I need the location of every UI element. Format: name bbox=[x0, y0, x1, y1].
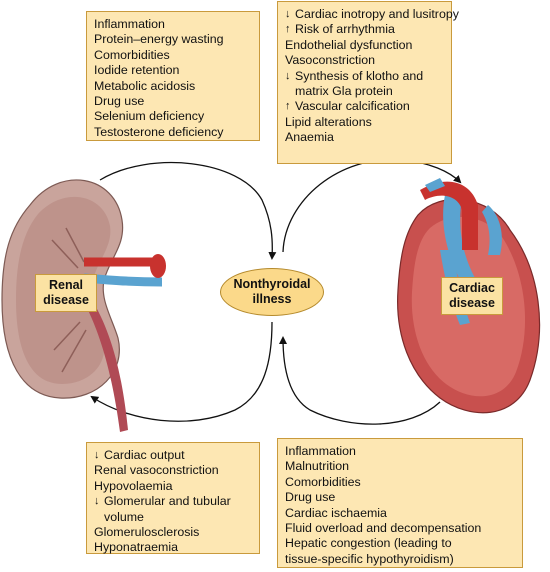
list-item: ↑Risk of arrhythmia bbox=[285, 22, 395, 37]
cycle-arrow-bottom-left bbox=[90, 321, 273, 422]
list-item: ↓Cardiac inotropy and lusitropy bbox=[285, 7, 459, 21]
list-item: ↓Glomerular and tubular bbox=[94, 494, 231, 509]
list-item: ↓Synthesis of klotho and bbox=[285, 68, 424, 83]
list-item: Iodide retention bbox=[94, 63, 180, 78]
up-arrow-icon: ↑ bbox=[285, 23, 291, 36]
list-item: Comorbidities bbox=[94, 47, 170, 62]
list-item: ↑Vascular calcification bbox=[285, 99, 410, 114]
list-item: Hypovolaemia bbox=[94, 478, 173, 493]
nonthyroidal-illness-node: Nonthyroidal illness bbox=[220, 268, 324, 316]
list-item: Drug use bbox=[285, 490, 336, 505]
list-item: Protein–energy wasting bbox=[94, 32, 224, 47]
list-item: Cardiac ischaemia bbox=[285, 505, 387, 520]
list-item: Endothelial dysfunction bbox=[285, 37, 413, 52]
list-item: Metabolic acidosis bbox=[94, 78, 196, 93]
renal-disease-label: Renal disease bbox=[35, 274, 97, 312]
list-item: Inflammation bbox=[285, 444, 356, 458]
list-item: Inflammation bbox=[94, 17, 165, 31]
nti-to-renal-effects-box: ↓Cardiac output Renal vasoconstriction H… bbox=[86, 442, 260, 554]
down-arrow-icon: ↓ bbox=[94, 449, 100, 461]
up-arrow-icon: ↑ bbox=[285, 100, 291, 113]
nti-to-cardiac-effects-box: ↓Cardiac inotropy and lusitropy ↑Risk of… bbox=[277, 1, 459, 164]
list-item: Anaemia bbox=[285, 130, 334, 145]
list-item: Comorbidities bbox=[285, 474, 361, 489]
list-item: ↓Cardiac output bbox=[94, 448, 185, 462]
list-item: Glomerulosclerosis bbox=[94, 525, 200, 540]
list-item: Testosterone deficiency bbox=[94, 124, 224, 139]
renal-to-nti-factors-box: Inflammation Protein–energy wasting Como… bbox=[86, 11, 260, 141]
down-arrow-icon: ↓ bbox=[285, 69, 291, 82]
list-item: Drug use bbox=[94, 94, 145, 109]
cardiac-disease-label: Cardiac disease bbox=[441, 277, 503, 315]
list-item: Fluid overload and decompensation bbox=[285, 521, 482, 536]
list-item-continuation: volume bbox=[104, 509, 144, 524]
list-item: Vasoconstriction bbox=[285, 53, 375, 68]
list-item: Renal vasoconstriction bbox=[94, 463, 219, 478]
list-item: tissue-specific hypothyroidism) bbox=[285, 551, 454, 566]
list-item: Hepatic congestion (leading to bbox=[285, 536, 452, 551]
cycle-arrow-top-left bbox=[99, 162, 277, 260]
cycle-arrow-bottom-right bbox=[279, 336, 441, 425]
down-arrow-icon: ↓ bbox=[94, 495, 100, 508]
list-item-continuation: matrix Gla protein bbox=[295, 84, 393, 99]
list-item: Selenium deficiency bbox=[94, 109, 205, 124]
list-item: Malnutrition bbox=[285, 459, 350, 474]
list-item: Lipid alterations bbox=[285, 114, 372, 129]
list-item: Hyponatraemia bbox=[94, 540, 179, 555]
cardiac-to-nti-factors-box: Inflammation Malnutrition Comorbidities … bbox=[277, 438, 523, 568]
down-arrow-icon: ↓ bbox=[285, 8, 291, 20]
